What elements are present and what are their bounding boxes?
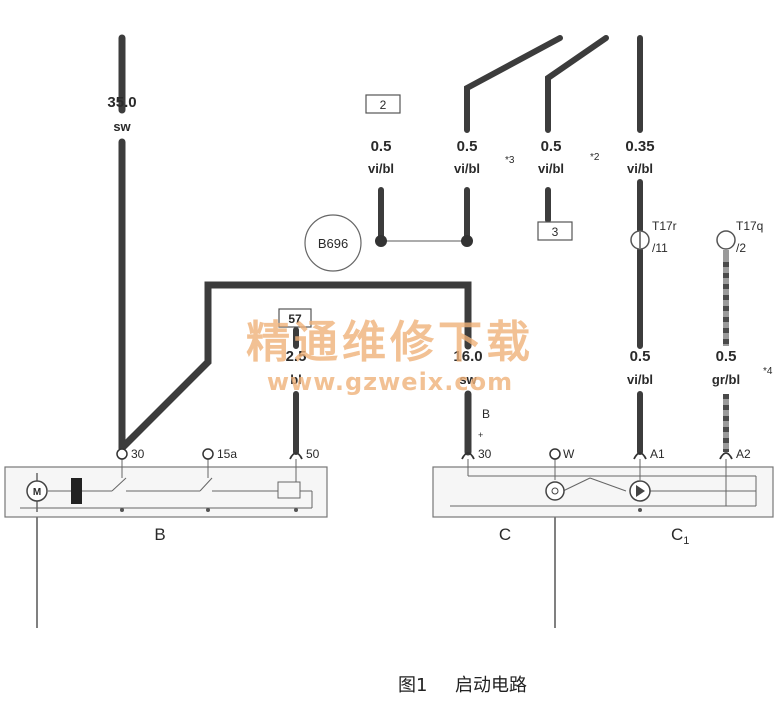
note-star-2: *2	[590, 152, 600, 163]
connector-t17r: T17r /11	[630, 219, 677, 255]
ref-box-57: 57	[288, 312, 302, 326]
terminal-c-w: W	[563, 447, 575, 461]
wire-vi-bl-upper-1	[464, 35, 563, 133]
component-b-label: B	[154, 525, 165, 544]
label-w4-color: vi/bl	[538, 161, 564, 176]
terminal-c-a2: A2	[736, 447, 751, 461]
note-star-3: *3	[505, 155, 515, 166]
component-c-label: C	[499, 525, 511, 544]
watermark-chinese: 精通维修下载	[246, 317, 534, 368]
label-w3-size: 0.5	[457, 138, 478, 155]
terminal-b-dot: +	[478, 430, 483, 440]
note-star-4: *4	[763, 366, 773, 377]
terminal-c-30: 30	[478, 447, 492, 461]
component-b-starter: M	[4, 459, 328, 518]
figure-title: 启动电路	[455, 675, 527, 696]
terminal-b-30: 30	[131, 447, 145, 461]
label-w4-size: 0.5	[541, 138, 562, 155]
label-w7-color: sw	[459, 372, 477, 387]
splice-point-left	[375, 235, 387, 247]
component-c-alternator	[432, 459, 774, 518]
terminal-b-50: 50	[306, 447, 320, 461]
label-w1-color: sw	[113, 119, 131, 134]
splice-b696-label: B696	[318, 236, 348, 251]
wire-labels: 35.0 sw 0.5 vi/bl 0.5 vi/bl *3 0.5 vi/bl…	[107, 94, 772, 387]
splice-b696-circle	[304, 214, 362, 272]
terminal-b-mark: B	[482, 407, 490, 421]
terminals-c: 30 B + W A1 A2	[461, 407, 751, 461]
generator-icon	[545, 481, 565, 501]
label-w6-color: bl	[290, 372, 302, 387]
figure-number: 图1	[398, 675, 427, 696]
wire-vi-bl-upper-2	[545, 35, 609, 223]
terminal-b-15a: 15a	[217, 447, 237, 461]
label-w6-size: 2.5	[286, 348, 307, 365]
watermark-url: www.gzweix.com	[267, 368, 513, 396]
winding-block	[71, 478, 82, 504]
ref-box-2: 2	[380, 98, 387, 112]
label-w8-size: 0.5	[630, 348, 651, 365]
label-w2-size: 0.5	[371, 138, 392, 155]
connector-t17r-label: T17r	[652, 219, 677, 233]
reference-boxes: 2 3 57	[278, 94, 573, 328]
terminal-c-a1: A1	[650, 447, 665, 461]
label-w9-color: gr/bl	[712, 372, 740, 387]
label-w8-color: vi/bl	[627, 372, 653, 387]
component-c1-label: C1	[671, 525, 689, 547]
ref-box-3: 3	[552, 225, 559, 239]
terminals-b: 30 15a 50	[116, 447, 320, 467]
label-w7-size: 16.0	[453, 348, 482, 365]
label-w3-color: vi/bl	[454, 161, 480, 176]
label-w1-size: 35.0	[107, 94, 136, 111]
connector-t17q-label: T17q	[736, 219, 763, 233]
label-w9-size: 0.5	[716, 348, 737, 365]
wire-16-sw	[118, 281, 472, 456]
splice-point-right	[461, 235, 473, 247]
wires	[118, 34, 643, 456]
connector-t17q: T17q /2	[716, 219, 763, 255]
label-w5-size: 0.35	[625, 138, 654, 155]
label-w2-color: vi/bl	[368, 161, 394, 176]
motor-label: M	[33, 487, 41, 498]
connector-t17r-pin: /11	[652, 241, 668, 255]
label-w5-color: vi/bl	[627, 161, 653, 176]
connector-t17q-pin: /2	[736, 241, 746, 255]
